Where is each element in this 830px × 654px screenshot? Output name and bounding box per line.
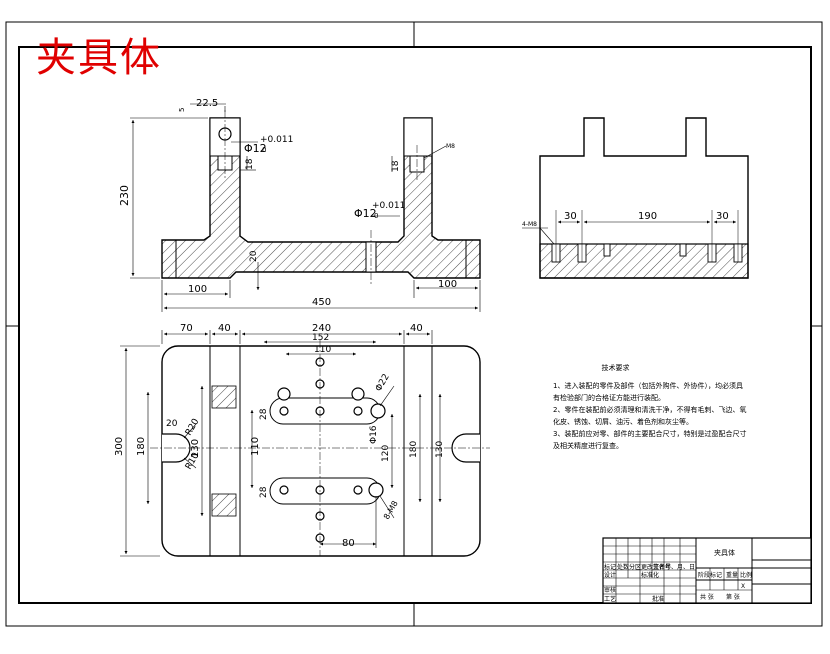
- tb-process: 工艺: [604, 595, 616, 603]
- dim-hole2: Φ12: [354, 207, 377, 220]
- note-item-2: 2、零件在装配前必须清理和清洗干净，不得有毛刺、飞边、氧化皮、锈蚀、切屑、油污、…: [553, 406, 747, 426]
- dim-28a: 28: [259, 408, 269, 420]
- side-view: 30 190 30 4-M8: [522, 117, 749, 279]
- top-view: 70 40 240 40 152 110 300 180 110 130 20 …: [114, 323, 490, 557]
- dim-total: 450: [312, 297, 331, 308]
- dim-30b: 30: [716, 211, 729, 222]
- tb-label-mark: 标记: [604, 563, 616, 571]
- dim-240: 240: [312, 323, 331, 334]
- dim-tol1-low: 0: [262, 146, 266, 154]
- dim-top-slot: 22.5: [196, 98, 218, 109]
- dim-80: 80: [342, 538, 355, 549]
- dim-180r: 180: [409, 441, 419, 458]
- dim-70: 70: [180, 323, 193, 334]
- tb-part-name: 夹具体: [714, 548, 735, 557]
- dim-right: 100: [438, 279, 457, 290]
- dim-depth-right: 18: [391, 160, 401, 172]
- drawing-title: 夹具体: [36, 35, 162, 81]
- dim-110v: 110: [250, 437, 261, 456]
- dim-152: 152: [312, 333, 329, 343]
- tb-label-sign: 签名: [653, 563, 665, 571]
- dim-130: 130: [190, 439, 201, 458]
- inner-frame: [18, 46, 812, 604]
- dim-left: 100: [188, 284, 207, 295]
- dim-depth-left: 18: [245, 158, 255, 170]
- tb-label-date: 年、月、日: [665, 563, 695, 571]
- tb-label-zone: 分区: [629, 563, 641, 571]
- tb-sheet: 第 张: [726, 593, 740, 601]
- tb-standard: 标准化: [641, 571, 659, 579]
- dim-4m8: 4-M8: [522, 221, 537, 228]
- dim-28b: 28: [259, 486, 269, 498]
- tb-stage: 阶段标记: [698, 571, 722, 579]
- dim-top-small: 5: [178, 108, 186, 112]
- dim-tol2-low: 0: [374, 212, 378, 220]
- dim-thread: M8: [446, 143, 455, 150]
- dim-tol2: +0.011: [372, 201, 405, 211]
- front-view: 22.5 5 Φ12 +0.011 0 18 18 230 Φ12 +0.011…: [118, 98, 481, 312]
- notes-heading: 技术要求: [601, 364, 630, 372]
- dim-40a: 40: [218, 323, 231, 334]
- tb-review: 审核: [604, 586, 616, 594]
- tb-weight: 重量: [726, 571, 738, 579]
- dim-40b: 40: [410, 323, 423, 334]
- tb-approve: 批准: [652, 595, 664, 603]
- dim-30a: 30: [564, 211, 577, 222]
- centering-marks: [6, 22, 822, 626]
- tb-design: 设计: [604, 571, 616, 579]
- dim-20: 20: [166, 419, 178, 429]
- dim-180: 180: [136, 437, 147, 456]
- tb-label-count: 处数: [617, 563, 629, 571]
- dim-190: 190: [638, 211, 657, 222]
- dim-step: 20: [249, 250, 259, 262]
- dim-130r: 130: [435, 441, 445, 458]
- dim-300: 300: [114, 437, 125, 456]
- tb-stage-x: X: [741, 583, 745, 590]
- dim-height: 230: [118, 185, 131, 206]
- dim-tol1: +0.011: [260, 135, 293, 145]
- dim-110: 110: [314, 345, 331, 355]
- tb-label-docno: 更改文件号: [641, 563, 671, 571]
- technical-requirements: 技术要求 1、进入装配的零件及部件（包括外购件、外协件），均必须具有检验部门的合…: [553, 362, 748, 452]
- dim-phi16: Φ16: [369, 425, 379, 444]
- note-item-1: 1、进入装配的零件及部件（包括外购件、外协件），均必须具有检验部门的合格证方能进…: [553, 382, 743, 402]
- tb-sheets: 共 张: [700, 593, 714, 601]
- note-item-3: 3、装配前应对零、部件的主要配合尺寸，特别是过盈配合尺寸及相关精度进行复查。: [553, 430, 747, 450]
- dim-hole1: Φ12: [244, 142, 267, 155]
- dim-120: 120: [381, 445, 391, 462]
- title-block: 夹具体 标记 处数 分区 更改文件号 签名 年、月、日 设计 标准化 审核 工艺…: [602, 537, 812, 604]
- tb-scale: 比例: [740, 571, 752, 579]
